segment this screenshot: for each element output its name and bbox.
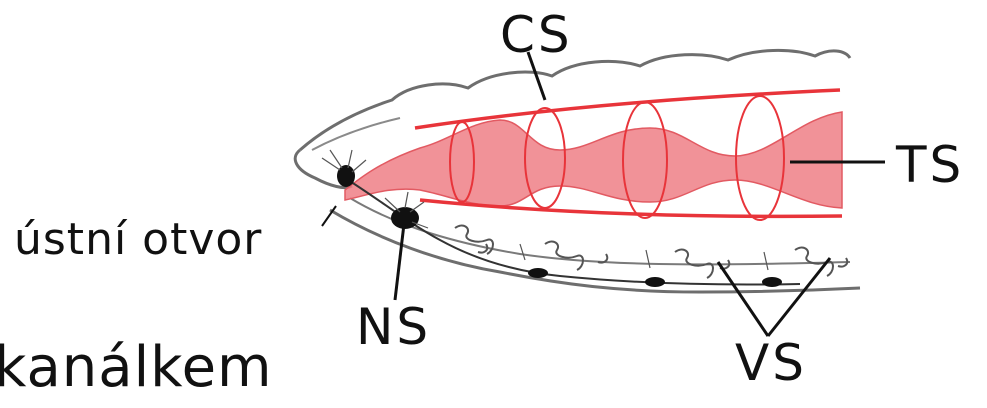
label-vs: VS [735, 338, 807, 388]
ganglion [762, 277, 782, 287]
cerebral-ganglion [337, 165, 355, 187]
vs-leader-line-left [718, 262, 768, 336]
ustni-leader-line [322, 206, 336, 226]
label-ustni-otvor: ústní otvor [14, 218, 262, 262]
ganglion [528, 268, 548, 278]
metanephridia [455, 226, 847, 278]
label-cs: CS [500, 10, 573, 60]
label-ns: NS [356, 302, 431, 352]
ganglion [645, 277, 665, 287]
label-ts: TS [896, 140, 964, 190]
body-outline-inner [312, 118, 400, 150]
vs-leader-line-right [768, 258, 830, 336]
label-kanalkem: kanálkem [0, 340, 273, 396]
nerve-cord [345, 178, 800, 285]
ns-leader-line [395, 224, 404, 300]
